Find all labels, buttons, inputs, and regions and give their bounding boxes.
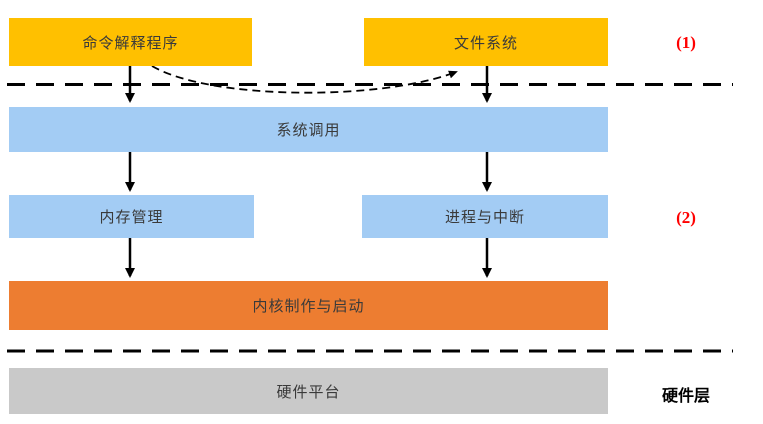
annotation-region-2: (2) (676, 208, 696, 227)
box-kernel-build-boot-label: 内核制作与启动 (252, 298, 365, 315)
box-system-call: 系统调用 (9, 107, 608, 152)
box-kernel-build-boot: 内核制作与启动 (9, 281, 608, 330)
box-command-interpreter-label: 命令解释程序 (82, 34, 179, 52)
box-hardware-platform-label: 硬件平台 (276, 383, 341, 401)
dashed-curved-arrow-command-interpreter-to-file-system (151, 65, 458, 94)
annotation-region-1: (1) (676, 33, 696, 52)
box-command-interpreter: 命令解释程序 (9, 18, 252, 66)
box-system-call-label: 系统调用 (276, 122, 341, 139)
box-hardware-platform: 硬件平台 (9, 368, 608, 414)
box-process-interrupt: 进程与中断 (362, 195, 608, 238)
box-file-system: 文件系统 (364, 18, 608, 66)
box-memory-management-label: 内存管理 (99, 209, 164, 226)
hardware-layer-label: 硬件层 (661, 388, 710, 405)
box-memory-management: 内存管理 (9, 195, 254, 238)
box-file-system-label: 文件系统 (453, 34, 518, 52)
box-process-interrupt-label: 进程与中断 (444, 209, 525, 226)
